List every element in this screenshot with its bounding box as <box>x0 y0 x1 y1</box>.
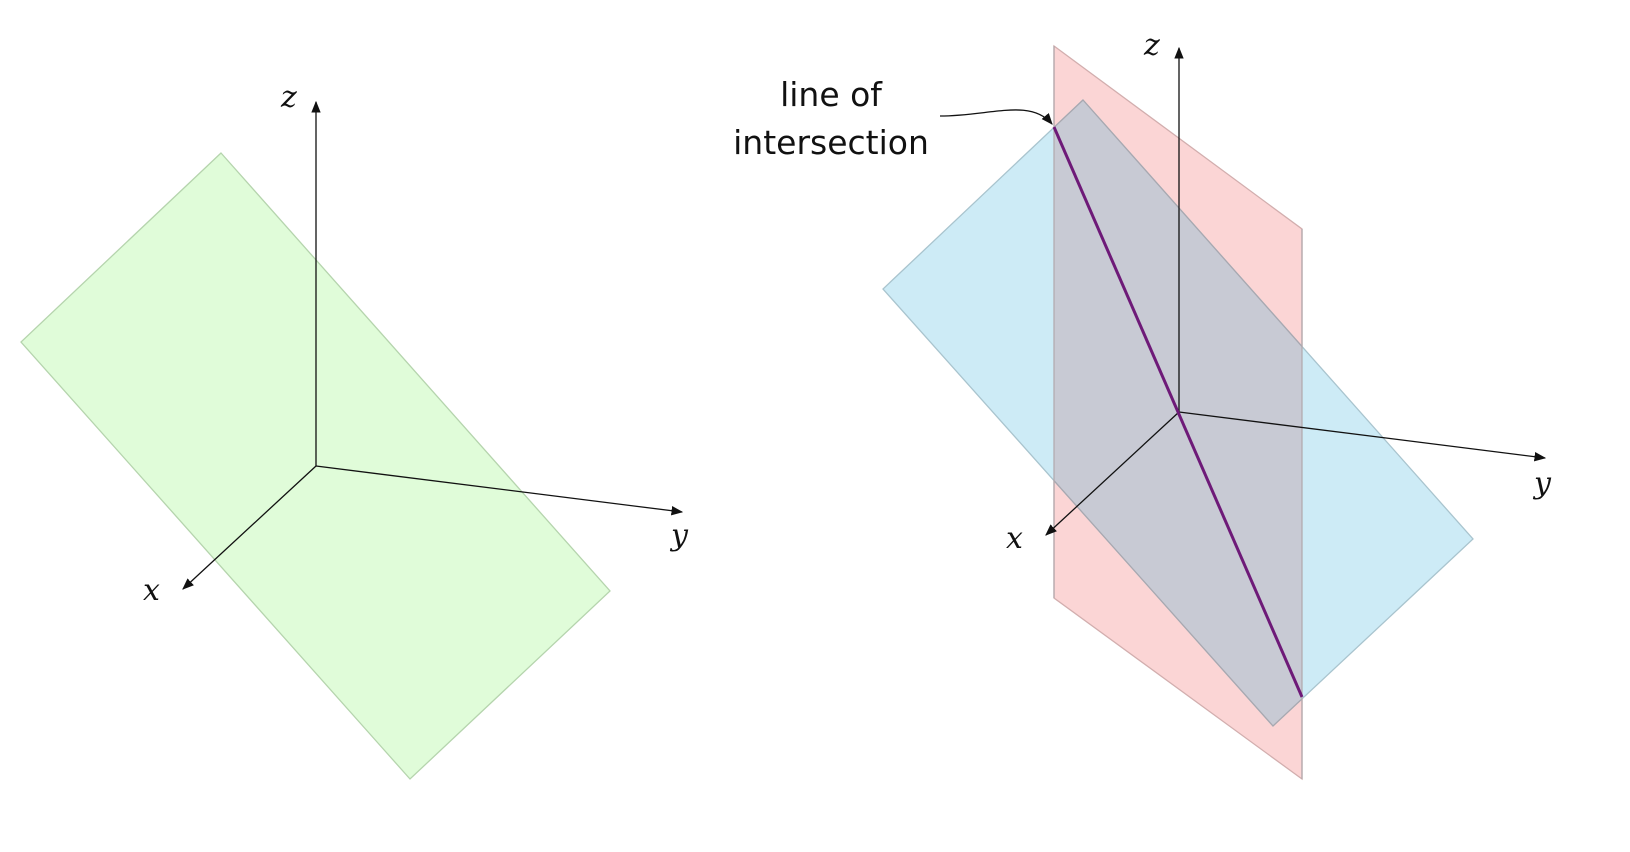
y-axis-label: y <box>1532 466 1552 501</box>
x-axis-label: x <box>1006 521 1023 556</box>
annotation-arrow <box>939 109 1053 125</box>
intersection-line <box>1052 126 1304 698</box>
annotation-label-line2: intersection <box>733 123 929 162</box>
annotation-label-line1: line of <box>780 75 883 114</box>
x-axis-label: x <box>143 573 160 608</box>
left-figure: z y x <box>20 80 689 780</box>
y-axis <box>315 465 684 516</box>
x-axis <box>182 465 317 590</box>
y-axis <box>1178 411 1547 462</box>
right-figure: z y x line of intersection <box>733 28 1552 781</box>
z-axis-label: z <box>280 80 297 115</box>
x-axis <box>1045 411 1180 536</box>
z-axis-label: z <box>1143 28 1160 63</box>
y-axis-label: y <box>669 518 689 553</box>
